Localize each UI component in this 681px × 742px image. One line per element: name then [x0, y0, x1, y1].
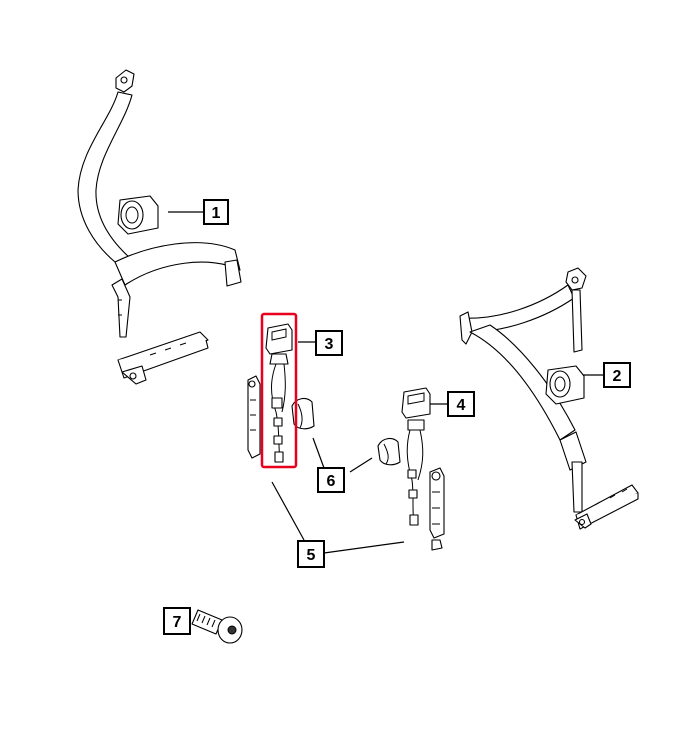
callout-3[interactable]: 3 [315, 330, 343, 356]
leader-lines [168, 211, 604, 554]
svg-text:2: 2 [613, 368, 622, 385]
callout-7[interactable]: 7 [163, 607, 191, 635]
svg-text:5: 5 [307, 547, 316, 564]
part-7-bolt[interactable] [191, 609, 243, 644]
part-3-buckle-assembly[interactable] [265, 323, 293, 463]
svg-text:3: 3 [325, 336, 334, 353]
callout-1[interactable]: 1 [203, 199, 229, 225]
svg-text:7: 7 [173, 614, 182, 631]
part-6-buckle-trim-covers[interactable] [291, 397, 401, 466]
svg-text:1: 1 [212, 205, 221, 222]
part-4-buckle-assembly[interactable] [401, 387, 431, 526]
callout-6[interactable]: 6 [317, 467, 345, 493]
callout-2[interactable]: 2 [603, 362, 631, 388]
part-5-anchor-brackets[interactable] [247, 375, 445, 551]
selection-highlight [260, 312, 298, 469]
svg-text:6: 6 [327, 473, 336, 490]
svg-text:4: 4 [457, 397, 466, 414]
callout-5[interactable]: 5 [297, 540, 325, 568]
callout-4[interactable]: 4 [447, 391, 475, 417]
part-1-left-retractor-belt[interactable] [77, 69, 242, 385]
part-2-right-retractor-belt[interactable] [459, 267, 639, 530]
